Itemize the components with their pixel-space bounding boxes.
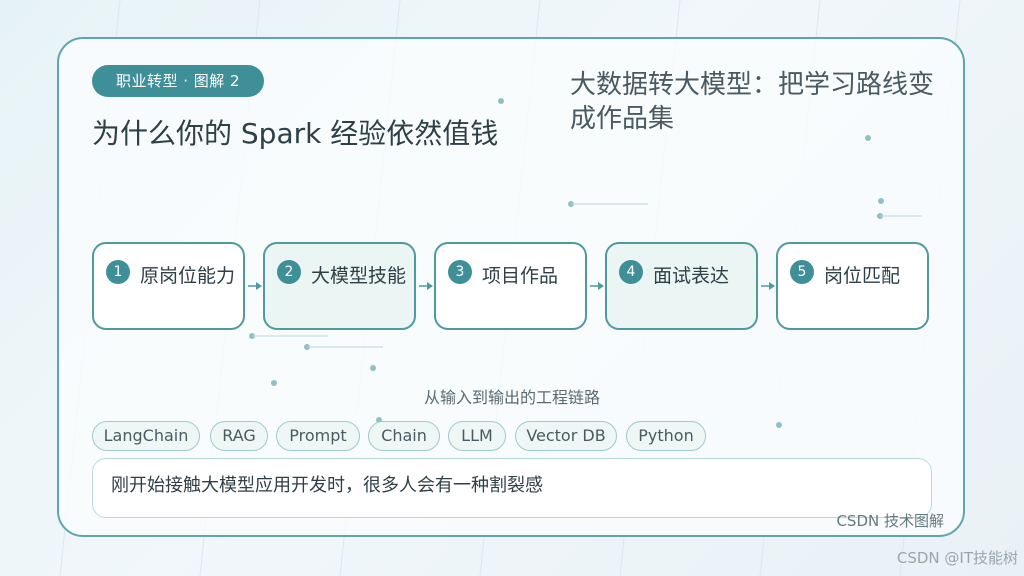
tag-chip: Python xyxy=(626,421,706,451)
step-3: 3 项目作品 xyxy=(434,242,587,330)
credit-label: CSDN 技术图解 xyxy=(836,512,944,530)
flow-caption: 从输入到输出的工程链路 xyxy=(423,388,600,407)
arrow-right-icon xyxy=(761,282,775,290)
tag-chip: LLM xyxy=(448,421,506,451)
tag-chip: Chain xyxy=(368,421,440,451)
step-label: 项目作品 xyxy=(482,265,559,287)
step-2: 2 大模型技能 xyxy=(263,242,416,330)
step-number: 5 xyxy=(790,260,814,284)
step-4: 4 面试表达 xyxy=(605,242,758,330)
step-label: 原岗位能力 xyxy=(140,265,236,287)
quote-text: 刚开始接触大模型应用开发时，很多人会有一种割裂感 xyxy=(111,475,543,496)
arrow-right-icon xyxy=(419,282,433,290)
step-label: 大模型技能 xyxy=(311,265,407,287)
side-title: 大数据转大模型：把学习路线变成作品集 xyxy=(570,70,935,134)
watermark: CSDN @IT技能树 xyxy=(896,549,1018,567)
step-number: 3 xyxy=(448,260,472,284)
arrow-right-icon xyxy=(248,282,262,290)
tag-chip: Vector DB xyxy=(515,421,617,451)
page-title: 为什么你的 Spark 经验依然值钱 xyxy=(92,117,499,150)
tag-chip: RAG xyxy=(210,421,268,451)
step-number: 2 xyxy=(277,260,301,284)
step-label: 岗位匹配 xyxy=(824,265,901,287)
section-badge: 职业转型 · 图解 2 xyxy=(92,65,264,97)
arrow-right-icon xyxy=(590,282,604,290)
step-label: 面试表达 xyxy=(653,265,730,287)
tag-chip: LangChain xyxy=(92,421,200,451)
step-number: 1 xyxy=(106,260,130,284)
quote-box: 刚开始接触大模型应用开发时，很多人会有一种割裂感 xyxy=(92,458,932,518)
step-number: 4 xyxy=(619,260,643,284)
step-1: 1 原岗位能力 xyxy=(92,242,245,330)
step-5: 5 岗位匹配 xyxy=(776,242,929,330)
tag-chip: Prompt xyxy=(276,421,360,451)
